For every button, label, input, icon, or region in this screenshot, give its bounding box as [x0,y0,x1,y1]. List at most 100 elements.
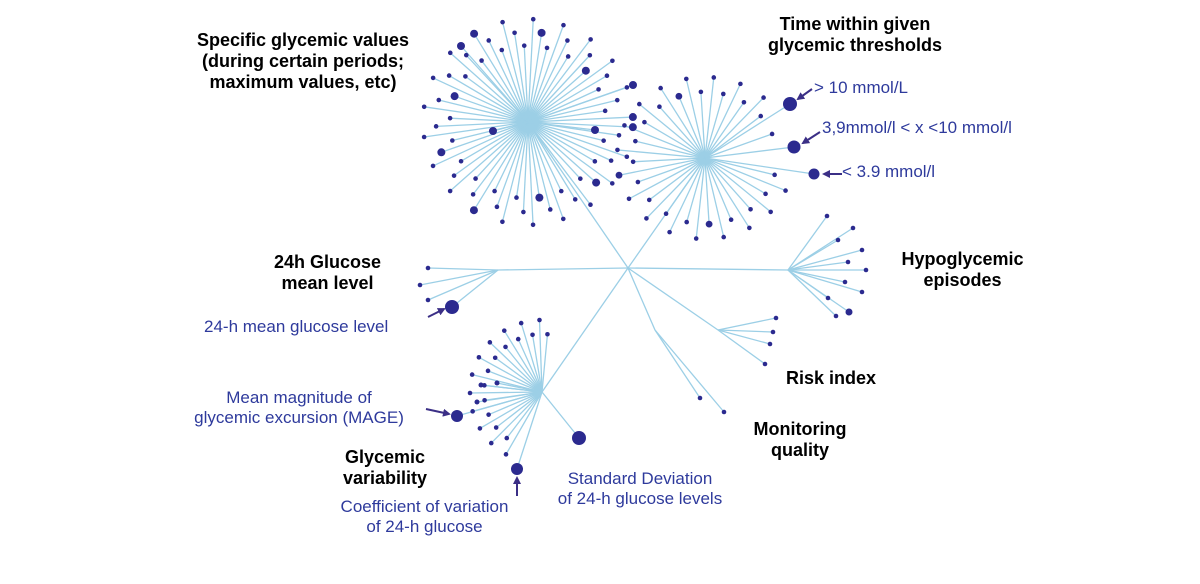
glycemic-variability-label: Glycemic variability [342,447,428,489]
arrow-between [801,131,821,145]
leaf-edge [527,19,534,123]
leaf-edge [527,40,568,123]
leaf-edge [424,121,529,138]
leaf-edge [527,56,569,123]
leaf-node [635,179,641,185]
leaf-node [697,395,703,401]
leaf-node [565,54,571,59]
leaf-node [425,297,431,303]
leaf-node [592,159,598,164]
leaf-edge [480,384,543,393]
leaf-edge [787,269,837,317]
leaf-node [446,73,452,78]
leaf-node [578,176,583,181]
leaf-edge [704,93,724,159]
leaf-node [728,217,734,223]
leaf-node [501,328,507,333]
leaf-edge [704,133,773,159]
leaf-node [604,73,610,79]
leaf-edge [527,121,551,210]
leaf-node [767,341,773,347]
leaf-edge [717,329,766,365]
leaf-edge [527,121,628,158]
leaf-node [633,138,638,144]
leaf-edge [504,346,543,393]
leaf-node [558,188,564,194]
leaf-edge [506,391,543,439]
leaf-node [477,426,483,431]
leaf-edge [787,269,863,293]
mage-node [451,410,463,422]
leaf-edge [648,157,706,201]
leaf-node [515,336,521,342]
below-3-9-mmol-label: < 3.9 mmol/l [842,162,936,181]
leaf-edge [481,60,529,123]
leaf-node [610,58,615,64]
leaf-node [824,213,830,219]
leaf-edge [704,157,752,210]
leaf-edge [476,391,543,403]
leaf-node [845,308,853,316]
leaf-edge [527,121,596,131]
leaf-node [772,172,777,178]
leaf-edge [624,124,706,159]
leaf-edge [527,116,633,123]
main-branch [497,267,629,271]
leaf-edge [704,157,710,225]
leaf-edge [527,32,543,123]
leaf-node [493,425,499,430]
leaf-edge [517,338,543,393]
leaf-node [487,340,493,345]
leaf-edge [487,370,543,393]
leaf-node [581,66,590,75]
leaf-node [859,289,865,295]
leaf-edge [538,320,543,393]
leaf-edge [441,121,529,153]
leaf-edge [654,329,701,399]
leaf-edge [704,157,750,229]
leaf-edge [527,121,564,220]
leaf-node [628,123,637,132]
arrow-mean-glucose [427,308,446,318]
leaf-edge [644,121,706,159]
leaf-node [859,247,865,253]
leaf-node [450,138,455,143]
leaf-edge [527,121,591,206]
leaf-node [711,75,717,80]
leaf-edge [618,157,706,176]
leaf-node [500,19,505,25]
leaf-node [457,42,465,50]
leaf-edge [704,157,732,220]
leaf-edge [501,121,529,222]
leaf-node [474,399,480,405]
leaf-edge [489,341,543,393]
leaf-node [473,176,478,181]
leaf-edge [704,157,775,176]
leaf-node [588,37,593,42]
leaf-node [738,81,743,87]
leaf-edge [695,157,706,239]
leaf-node [518,320,524,326]
leaf-node [592,178,601,187]
leaf-edge [501,22,529,123]
leaf-edge [522,121,529,213]
arrow-above-10 [796,88,813,101]
leaf-edge [515,121,529,198]
arrow-mage [425,408,451,417]
leaf-edge [460,121,529,162]
leaf-edge [496,382,543,393]
threshold-edge [704,157,815,175]
leaf-node [616,133,622,138]
leaf-node [622,123,627,128]
leaf-node [626,196,632,202]
leaf-node [476,355,482,360]
leaf-node [741,99,747,105]
leaf-edge [451,269,499,308]
leaf-edge [494,121,529,192]
leaf-edge [704,157,786,192]
leaf-edge [523,45,529,123]
leaf-node [693,236,699,241]
leaf-node [825,295,831,301]
leaf-edge [478,356,543,393]
